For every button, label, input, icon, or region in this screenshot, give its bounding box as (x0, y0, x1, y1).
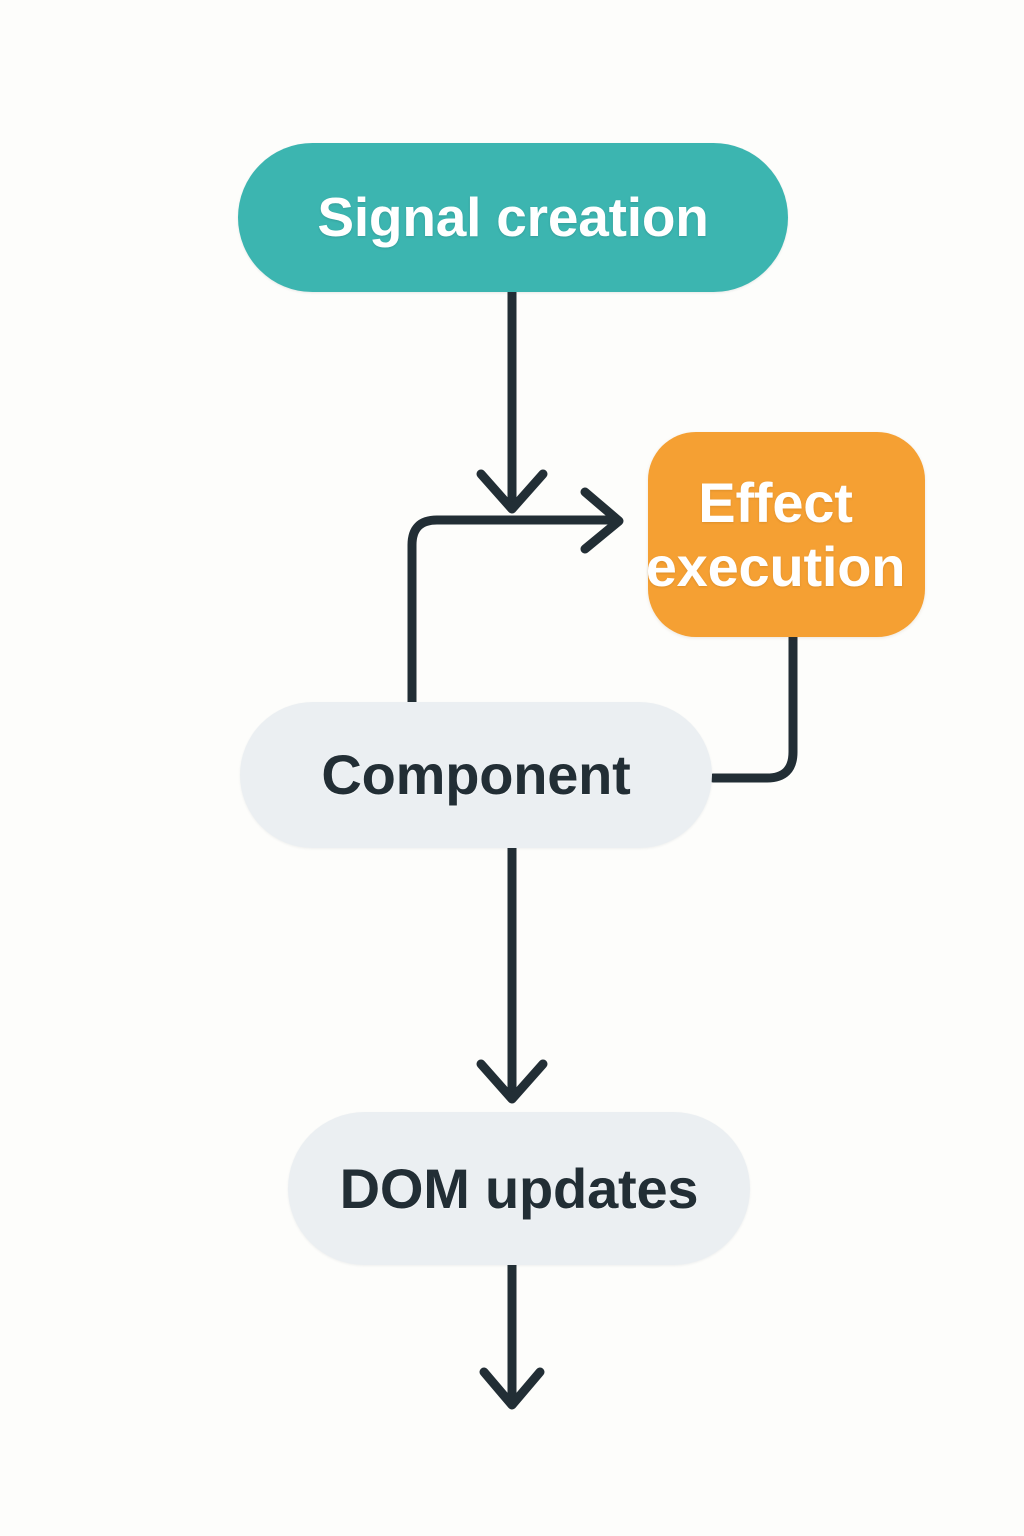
node-signal-creation-label: Signal creation (317, 186, 709, 249)
edge-effect-execution-to-component (708, 632, 798, 783)
edge-component-to-dom-updates (476, 843, 548, 1104)
edge-component-to-effect-execution (407, 487, 624, 707)
node-component[interactable]: Component (240, 702, 712, 848)
node-component-label: Component (321, 743, 631, 807)
node-dom-updates[interactable]: DOM updates (288, 1112, 750, 1265)
node-signal-creation[interactable]: Signal creation (238, 143, 788, 292)
edge-dom-updates-out (479, 1260, 545, 1410)
node-dom-updates-label: DOM updates (339, 1156, 699, 1220)
node-effect-execution[interactable]: Effect execution (646, 432, 925, 637)
node-effect-execution-label: Effect execution (645, 470, 906, 598)
edge-signal-creation-down (476, 287, 548, 514)
